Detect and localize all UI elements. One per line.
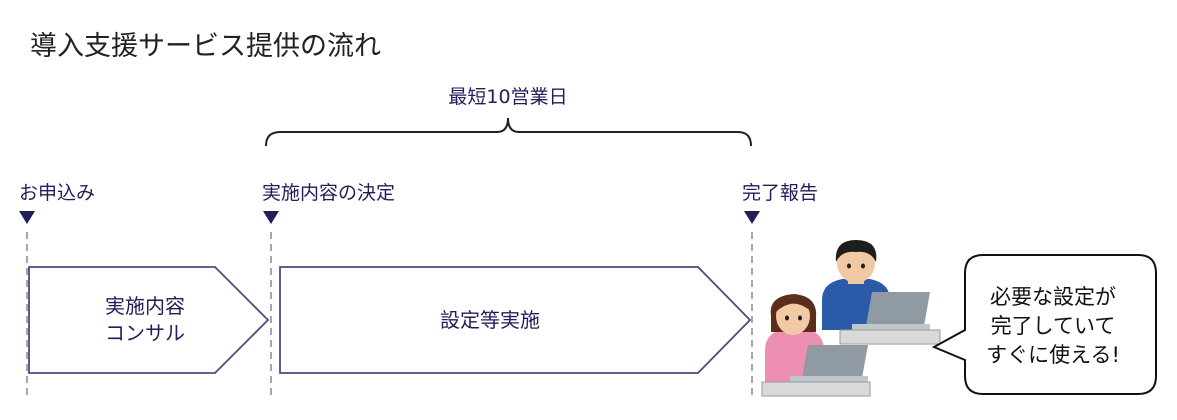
speech-bubble-line3: すぐに使える! [986,342,1120,367]
laptop-illustration-front [761,345,871,397]
phase-label-setup: 設定等実施 [440,308,540,332]
milestone-marker-report [744,211,760,224]
milestone-marker-decide [263,211,279,224]
milestone-label-report: 完了報告 [742,182,819,204]
phase-label-consult-line2: コンサル [105,321,185,345]
speech-bubble-line2: 完了していて [990,313,1116,338]
phase-arrow-setup [279,266,752,374]
speech-bubble-text: 必要な設定が 完了していて すぐに使える! [968,283,1138,370]
milestone-marker-apply [19,211,35,224]
duration-brace [265,117,752,147]
milestone-label-decide: 実施内容の決定 [262,182,396,204]
phase-label-consult-line1: 実施内容 [105,294,185,318]
speech-bubble-line1: 必要な設定が [990,285,1116,309]
milestone-label-apply: お申込み [19,182,96,204]
phase-label-consult: 実施内容 コンサル [60,293,230,347]
phase-arrow-consult [28,266,270,374]
page-title: 導入支援サービス提供の流れ [30,31,381,62]
duration-label: 最短10営業日 [448,86,568,108]
laptop-illustration-back [839,292,941,345]
speech-bubble [931,254,1157,395]
